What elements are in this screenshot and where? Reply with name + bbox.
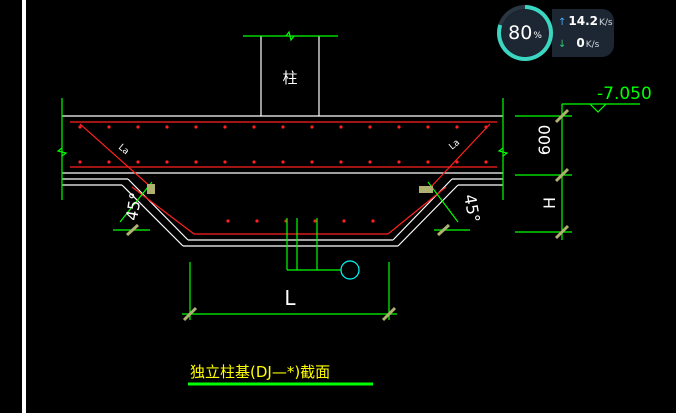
- rebar-dot-21: [368, 160, 372, 164]
- usage-ring: 80 %: [497, 5, 553, 61]
- dimension-height-label: H: [540, 197, 559, 209]
- rebar-dot-15: [281, 160, 285, 164]
- download-row: ↓ 0 K/s: [558, 36, 599, 50]
- rebar-dot-24: [426, 125, 430, 129]
- rebar-dot-9: [194, 160, 198, 164]
- viewport-border: [22, 0, 26, 413]
- rebar-dot-29: [484, 160, 488, 164]
- rebar-dot-7: [165, 160, 169, 164]
- upload-unit: K/s: [599, 18, 613, 28]
- upload-value: 14.2: [568, 14, 598, 28]
- anchor-label-right: La: [448, 138, 462, 152]
- rebar-dot-6: [165, 125, 169, 129]
- dimension-thickness-label: 600: [535, 125, 554, 156]
- break-lines: [56, 98, 509, 200]
- rebar: [70, 121, 497, 235]
- rebar-dot-22: [397, 125, 401, 129]
- column-label: 柱: [282, 69, 297, 87]
- rebar-dot-0: [78, 125, 82, 129]
- download-arrow-icon: ↓: [558, 39, 567, 50]
- download-unit: K/s: [585, 40, 600, 50]
- dimension-vertical: [515, 104, 572, 240]
- rebar-dot-11: [223, 160, 227, 164]
- section-caption: 独立柱基(DJ—*)截面: [190, 363, 330, 381]
- rebar-dot-13: [252, 160, 256, 164]
- rebar-dot-12: [252, 125, 256, 129]
- rebar-dot-28: [484, 125, 488, 129]
- dimension-length: [182, 262, 397, 322]
- network-speed-widget[interactable]: ↑ 14.2 K/s ↓ 0 K/s 80 %: [497, 5, 617, 61]
- upload-arrow-icon: ↑: [558, 17, 567, 28]
- rebar-dot-23: [397, 160, 401, 164]
- anchor-label-left: La: [116, 143, 130, 157]
- rebar-dot-31: [255, 219, 259, 223]
- rebar-dot-27: [455, 160, 459, 164]
- rebar-dot-34: [342, 219, 346, 223]
- rebar-dot-1: [78, 160, 82, 164]
- rebar-dot-30: [226, 219, 230, 223]
- rebar-dot-2: [107, 125, 111, 129]
- angle-label-left: 45°: [122, 191, 146, 222]
- usage-percent: 80 %: [502, 10, 548, 56]
- callout-circle: [340, 260, 360, 280]
- download-value: 0: [576, 36, 585, 50]
- rebar-dot-25: [426, 160, 430, 164]
- rebar-dot-14: [281, 125, 285, 129]
- rebar-dot-17: [310, 160, 314, 164]
- upload-row: ↑ 14.2 K/s: [558, 14, 613, 28]
- angle-label-right: 45°: [460, 193, 484, 224]
- rebar-dot-3: [107, 160, 111, 164]
- column: [243, 30, 338, 116]
- rebar-dot-10: [223, 125, 227, 129]
- angle-marks: [113, 181, 470, 237]
- rebar-dot-19: [339, 160, 343, 164]
- speed-panel: ↑ 14.2 K/s ↓ 0 K/s: [552, 9, 614, 57]
- rebar-dot-18: [339, 125, 343, 129]
- rebar-dot-26: [455, 125, 459, 129]
- usage-percent-sign: %: [533, 31, 542, 41]
- rebar-dot-8: [194, 125, 198, 129]
- elevation-label: -7.050: [597, 84, 652, 104]
- rebar-dot-33: [313, 219, 317, 223]
- elevation-marker: [562, 103, 640, 113]
- callout-leader: [286, 218, 341, 271]
- rebar-dot-35: [371, 219, 375, 223]
- usage-percent-value: 80: [508, 22, 533, 44]
- dimension-length-label: L: [284, 286, 296, 310]
- rebar-dot-20: [368, 125, 372, 129]
- rebar-dot-4: [136, 125, 140, 129]
- rebar-dots: [78, 125, 488, 223]
- rebar-dot-16: [310, 125, 314, 129]
- rebar-dot-5: [136, 160, 140, 164]
